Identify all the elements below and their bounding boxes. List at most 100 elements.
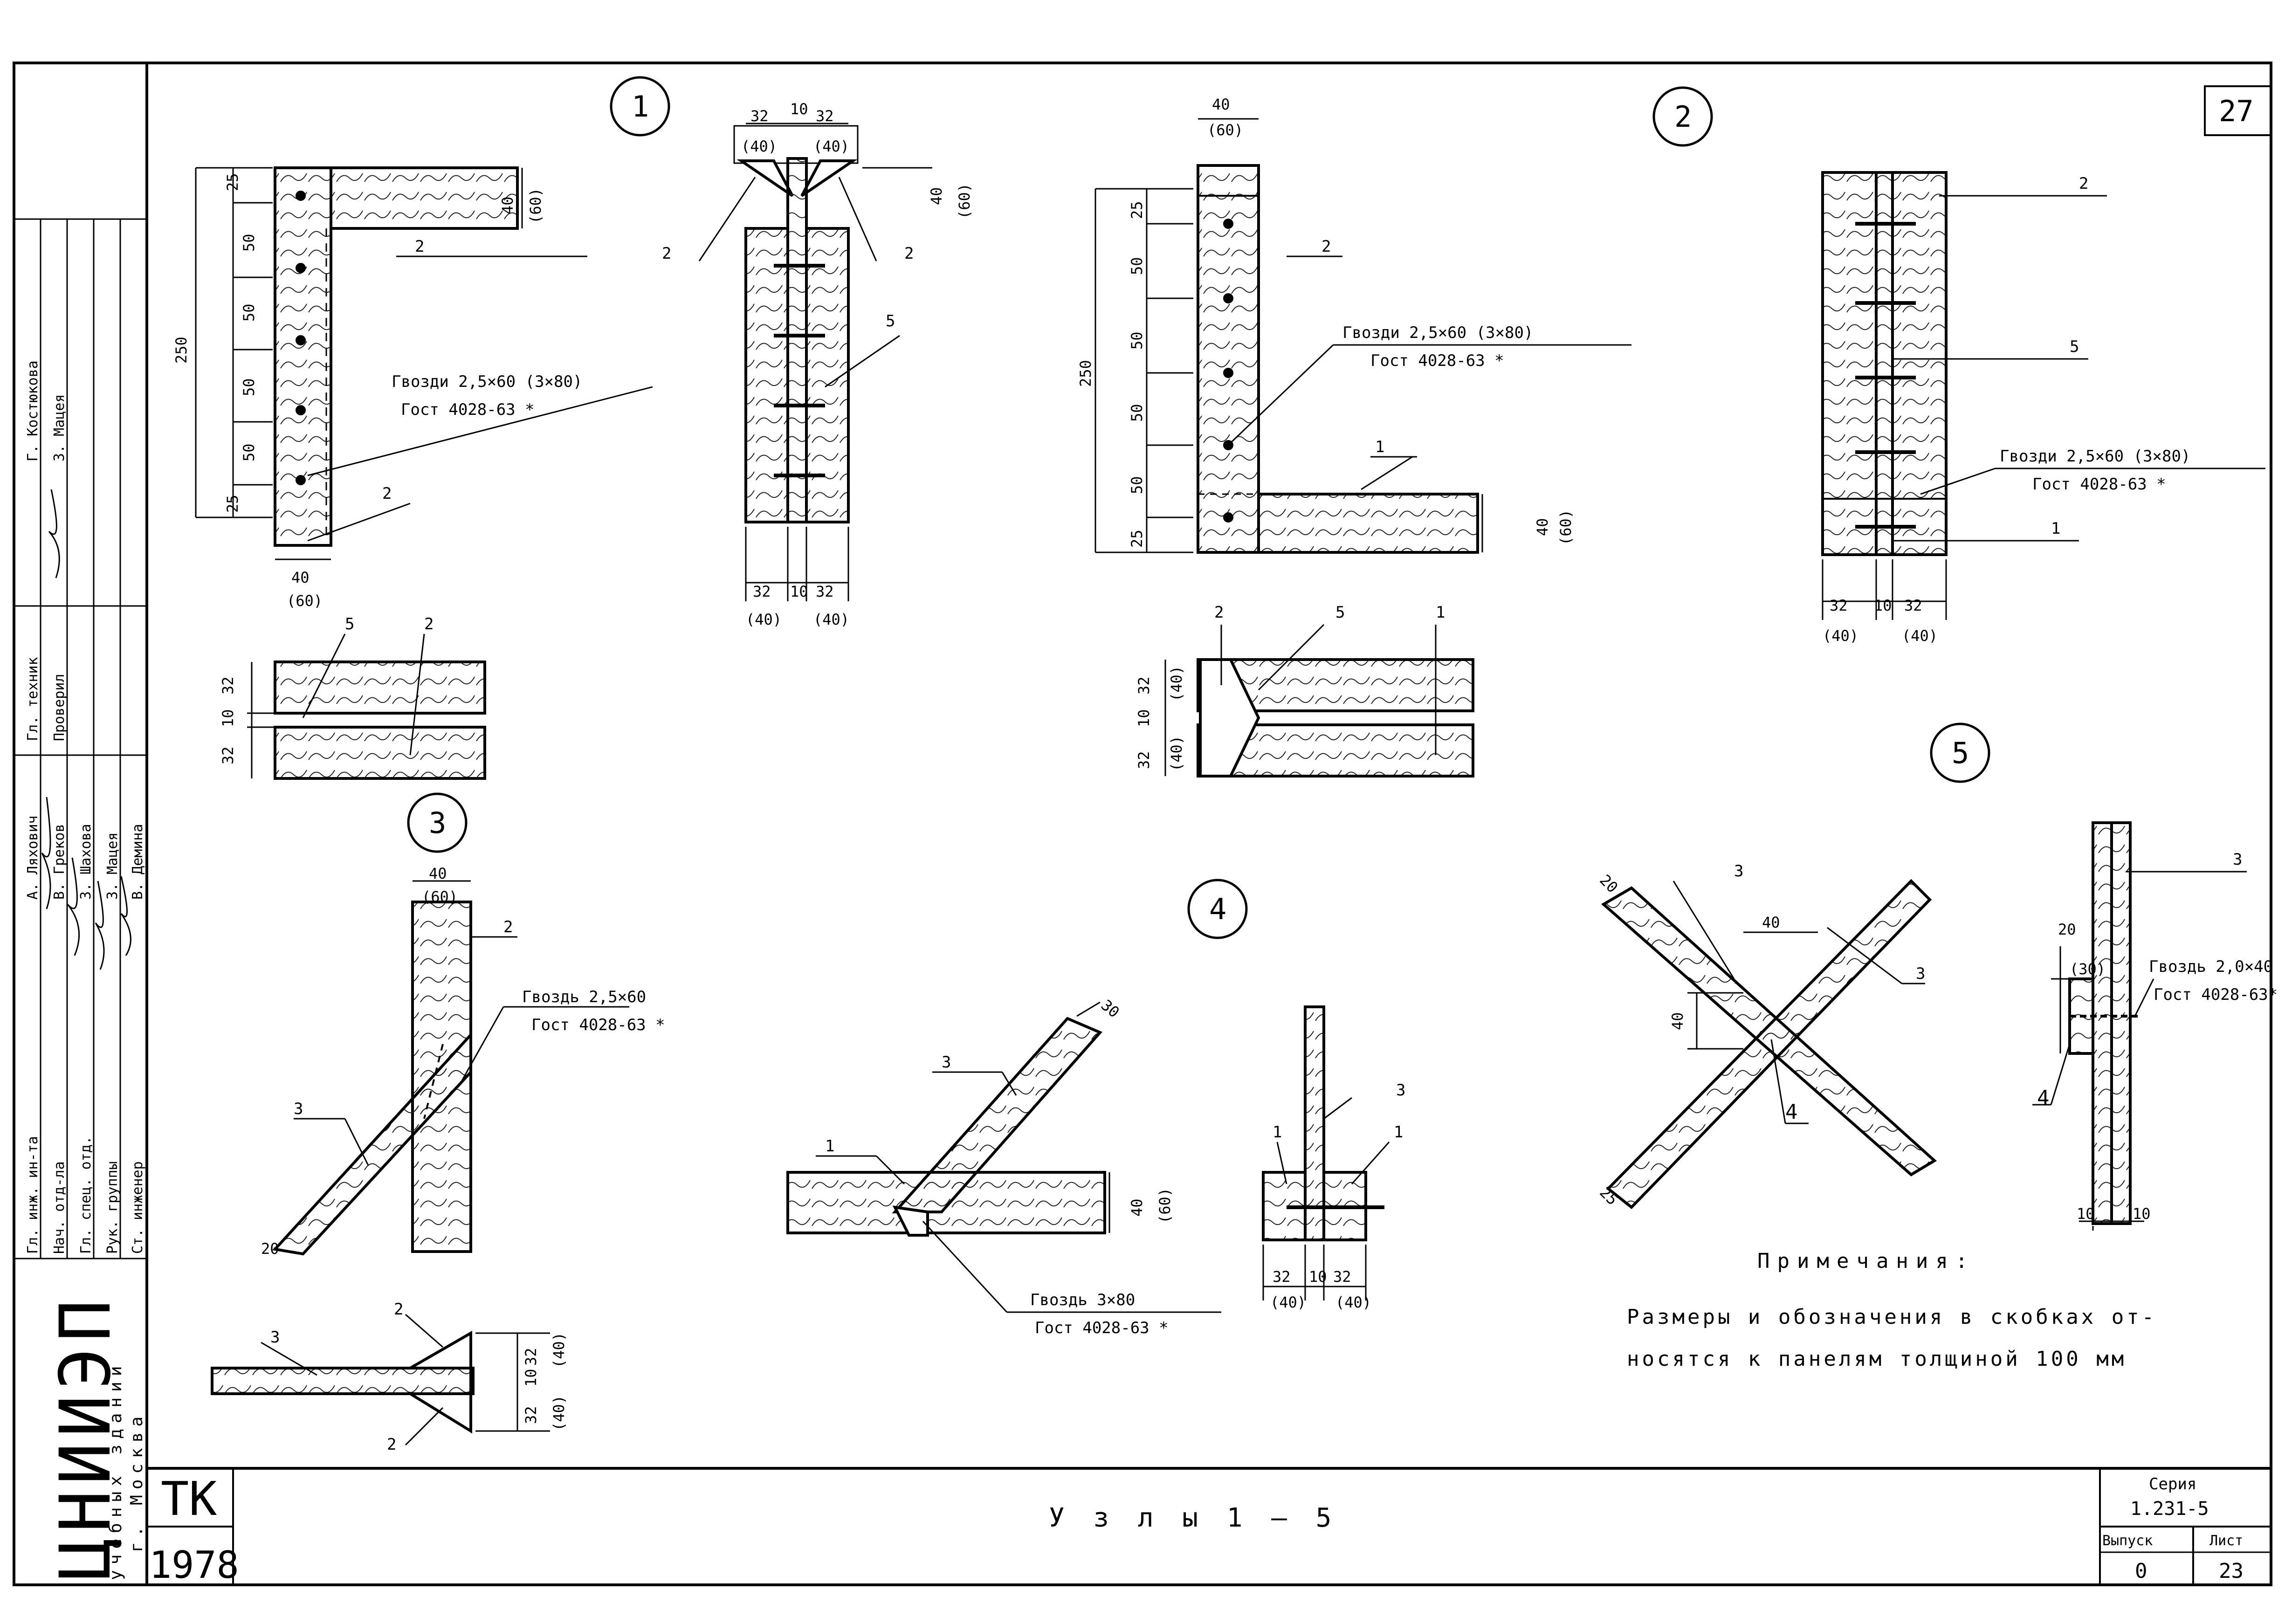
n2-dim-60: (60) bbox=[1207, 121, 1243, 139]
node-1-section bbox=[698, 123, 932, 601]
n4-dim-30: 30 bbox=[1098, 996, 1123, 1021]
n2-part-1: 1 bbox=[1375, 438, 1384, 456]
org-logo: ЦНИИЭП bbox=[45, 1294, 126, 1580]
n4s-dim-32b: 32 bbox=[1333, 1268, 1351, 1286]
org-subtitle-1: учебных зданий bbox=[106, 1361, 125, 1580]
issue-value: 0 bbox=[2135, 1559, 2147, 1583]
n2-nail-line2: Гост 4028-63 * bbox=[1370, 351, 1504, 370]
n1s-part-2a: 2 bbox=[662, 244, 671, 263]
n1s-dim-40v: 40 bbox=[928, 187, 945, 205]
n5-dim-20: 20 bbox=[1596, 871, 1621, 896]
n2s-part-2: 2 bbox=[2079, 174, 2088, 193]
n1s-part-5: 5 bbox=[886, 312, 895, 330]
n2-dim-25a: 25 bbox=[1128, 201, 1146, 219]
n4-part-1: 1 bbox=[825, 1137, 834, 1156]
n2p-dim-10: 10 bbox=[1135, 709, 1153, 727]
n1s-dim-32c: 32 bbox=[753, 583, 771, 600]
n4-nail-line2: Гост 4028-63 * bbox=[1035, 1319, 1169, 1337]
n4-part-3: 3 bbox=[942, 1053, 951, 1072]
stamp-top-role-1: Гл. техник bbox=[25, 657, 41, 741]
signature-marks bbox=[41, 489, 131, 970]
node-2-plan bbox=[1164, 624, 1474, 778]
n2p-part-2: 2 bbox=[1214, 603, 1224, 622]
n4s-dim-40a: (40) bbox=[1270, 1294, 1306, 1311]
stamp-role-3: Гл. спец. отд. bbox=[78, 1136, 94, 1254]
node-3-elevation bbox=[272, 880, 629, 1256]
n1-dim-250: 250 bbox=[172, 337, 190, 364]
n3p-dim-10: 10 bbox=[522, 1369, 540, 1387]
n5s-dim-20: 20 bbox=[2058, 921, 2076, 938]
node-4-elevation bbox=[786, 1001, 1221, 1313]
n2-dim-40r: 40 bbox=[1534, 518, 1551, 536]
n1s-dim-32d: 32 bbox=[816, 583, 834, 600]
stamp-name-3: З. Шахова bbox=[78, 824, 94, 900]
n2s-dim-32b: 32 bbox=[1904, 597, 1922, 614]
n2s-part-1: 1 bbox=[2051, 519, 2060, 538]
stamp-role-1: Гл. инж. ин-та bbox=[25, 1136, 41, 1254]
n2-dim-40: 40 bbox=[1212, 96, 1230, 113]
n1-dim-60r: (60) bbox=[527, 188, 544, 224]
n1s-dim-40pa: (40) bbox=[741, 138, 777, 155]
n4-dim-60: (60) bbox=[1156, 1188, 1174, 1224]
node-5-elevation bbox=[1601, 879, 1937, 1210]
stamp-name-5: В. Демина bbox=[130, 824, 146, 900]
n3p-part-2b: 2 bbox=[387, 1435, 396, 1454]
n4s-dim-10: 10 bbox=[1309, 1268, 1327, 1286]
n5s-nail-line1: Гвоздь 2,0×40 bbox=[2149, 957, 2273, 976]
n2p-dim-40b: (40) bbox=[1168, 736, 1185, 771]
n1p-dim-10: 10 bbox=[219, 709, 237, 727]
n3-part-2: 2 bbox=[503, 918, 513, 936]
n1-dim-50d: 50 bbox=[240, 443, 258, 461]
n2s-part-5: 5 bbox=[2070, 337, 2079, 356]
sheet-frame bbox=[13, 62, 2272, 1586]
node-3-label: 3 bbox=[429, 806, 446, 840]
n2s-dim-10: 10 bbox=[1874, 597, 1892, 614]
n3p-dim-32a: 32 bbox=[522, 1348, 540, 1366]
sheet-label: Лист bbox=[2209, 1533, 2243, 1549]
n2-dim-50a: 50 bbox=[1128, 257, 1146, 275]
stamp-top-name-2: З. Мацея bbox=[51, 394, 68, 462]
n2s-dim-32a: 32 bbox=[1830, 597, 1848, 614]
node-2-section bbox=[1821, 171, 2265, 620]
notes-line-2: носятся к панелям толщиной 100 мм bbox=[1627, 1347, 2127, 1371]
n2s-dim-40b: (40) bbox=[1902, 627, 1938, 645]
stamp-role-2: Нач. отд-ла bbox=[51, 1161, 68, 1254]
n3p-dim-40b: (40) bbox=[550, 1395, 568, 1431]
drawing-title: У з л ы 1 – 5 bbox=[1049, 1503, 1338, 1533]
n2s-nail-line1: Гвозди 2,5×60 (3×80) bbox=[2000, 447, 2190, 466]
n3p-part-2a: 2 bbox=[394, 1300, 403, 1319]
n4s-dim-40b: (40) bbox=[1335, 1294, 1371, 1311]
sheet-value: 23 bbox=[2219, 1559, 2244, 1583]
n5-part-3a: 3 bbox=[1734, 862, 1743, 881]
page-number: 27 bbox=[2219, 94, 2254, 128]
year-mark: 1978 bbox=[149, 1543, 239, 1587]
org-subtitle-2: г. Москва bbox=[127, 1411, 146, 1552]
node-2-label: 2 bbox=[1674, 100, 1692, 134]
stamp-name-4: З. Мацея bbox=[104, 833, 121, 900]
n1-part-2-bottom: 2 bbox=[382, 484, 392, 503]
n4s-dim-32a: 32 bbox=[1273, 1268, 1291, 1286]
n3-nail-line1: Гвоздь 2,5×60 bbox=[522, 988, 646, 1006]
node-3-plan bbox=[211, 1314, 550, 1446]
n3-dim-60: (60) bbox=[422, 888, 458, 906]
n2-dim-50b: 50 bbox=[1128, 331, 1146, 350]
stamp-top-name-1: Г. Костюкова bbox=[25, 360, 41, 461]
n1-dim-50c: 50 bbox=[240, 378, 258, 396]
node-2-elevation bbox=[1094, 118, 1631, 554]
n4s-part-3: 3 bbox=[1396, 1081, 1405, 1100]
series-value: 1.231-5 bbox=[2130, 1498, 2209, 1520]
n1p-dim-32b: 32 bbox=[219, 746, 237, 764]
tk-mark: ТК bbox=[161, 1472, 217, 1526]
node-4-label: 4 bbox=[1209, 892, 1226, 926]
n3p-part-3: 3 bbox=[270, 1328, 280, 1347]
n2-nail-line1: Гвозди 2,5×60 (3×80) bbox=[1342, 323, 1533, 342]
n2-part-2: 2 bbox=[1321, 237, 1331, 256]
n5s-part-4: 4 bbox=[2037, 1086, 2050, 1110]
stamp-top-role-2: Проверил bbox=[51, 674, 68, 742]
n1s-dim-40pb: (40) bbox=[813, 138, 849, 155]
n5-part-3b: 3 bbox=[1916, 964, 1925, 983]
n1-nail-line1: Гвозди 2,5×60 (3×80) bbox=[392, 372, 582, 391]
n1-dim-60: (60) bbox=[287, 592, 323, 610]
